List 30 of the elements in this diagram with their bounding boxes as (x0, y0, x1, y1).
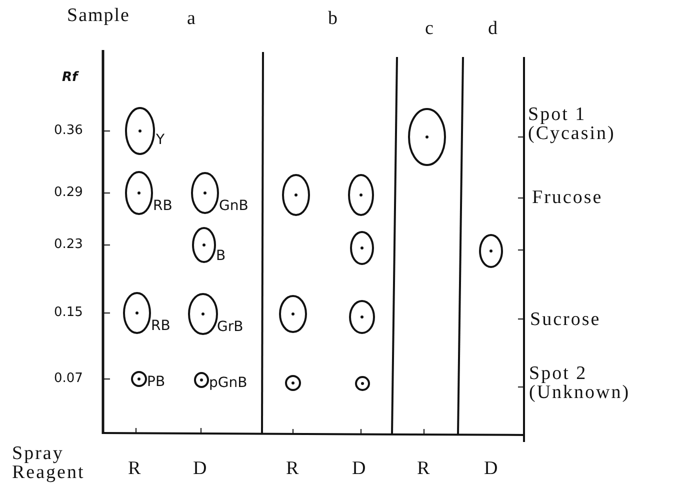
rf-value: 0.23 (54, 237, 83, 252)
lane-letter: d (488, 18, 498, 40)
reagent-letter: R (128, 458, 142, 480)
row-heading: Spray Reagent (12, 444, 86, 482)
spot-name: Spot 1 (Cycasin) (528, 105, 616, 143)
rf-value: 0.36 (54, 123, 83, 138)
spot-name: Frucose (532, 187, 603, 209)
reagent-letter: R (286, 458, 300, 480)
reagent-letter: D (193, 458, 208, 480)
lane-letter: c (425, 18, 434, 40)
spot-color-code: Y (156, 132, 165, 148)
column-heading: Sample (67, 5, 130, 27)
reagent-letter: D (352, 458, 367, 480)
reagent-letter: D (484, 458, 499, 480)
spot-name: Sucrose (530, 309, 601, 331)
spot-color-code: pGnB (209, 375, 248, 391)
lane-letter: a (187, 8, 196, 30)
rf-value: 0.07 (54, 371, 83, 386)
rf-value: 0.29 (54, 185, 83, 200)
spot-color-code: GrB (217, 319, 244, 335)
spot-color-code: RB (151, 318, 170, 334)
spot-color-code: RB (153, 198, 172, 214)
axis-title: Rf (62, 70, 78, 85)
lane-letter: b (328, 8, 338, 30)
spot-color-code: B (216, 248, 226, 264)
rf-value: 0.15 (54, 305, 83, 320)
spot-color-code: GnB (219, 198, 248, 214)
spot-name: Spot 2 (Unknown) (529, 364, 632, 402)
spot-color-code: PB (147, 374, 166, 390)
reagent-letter: R (417, 458, 431, 480)
